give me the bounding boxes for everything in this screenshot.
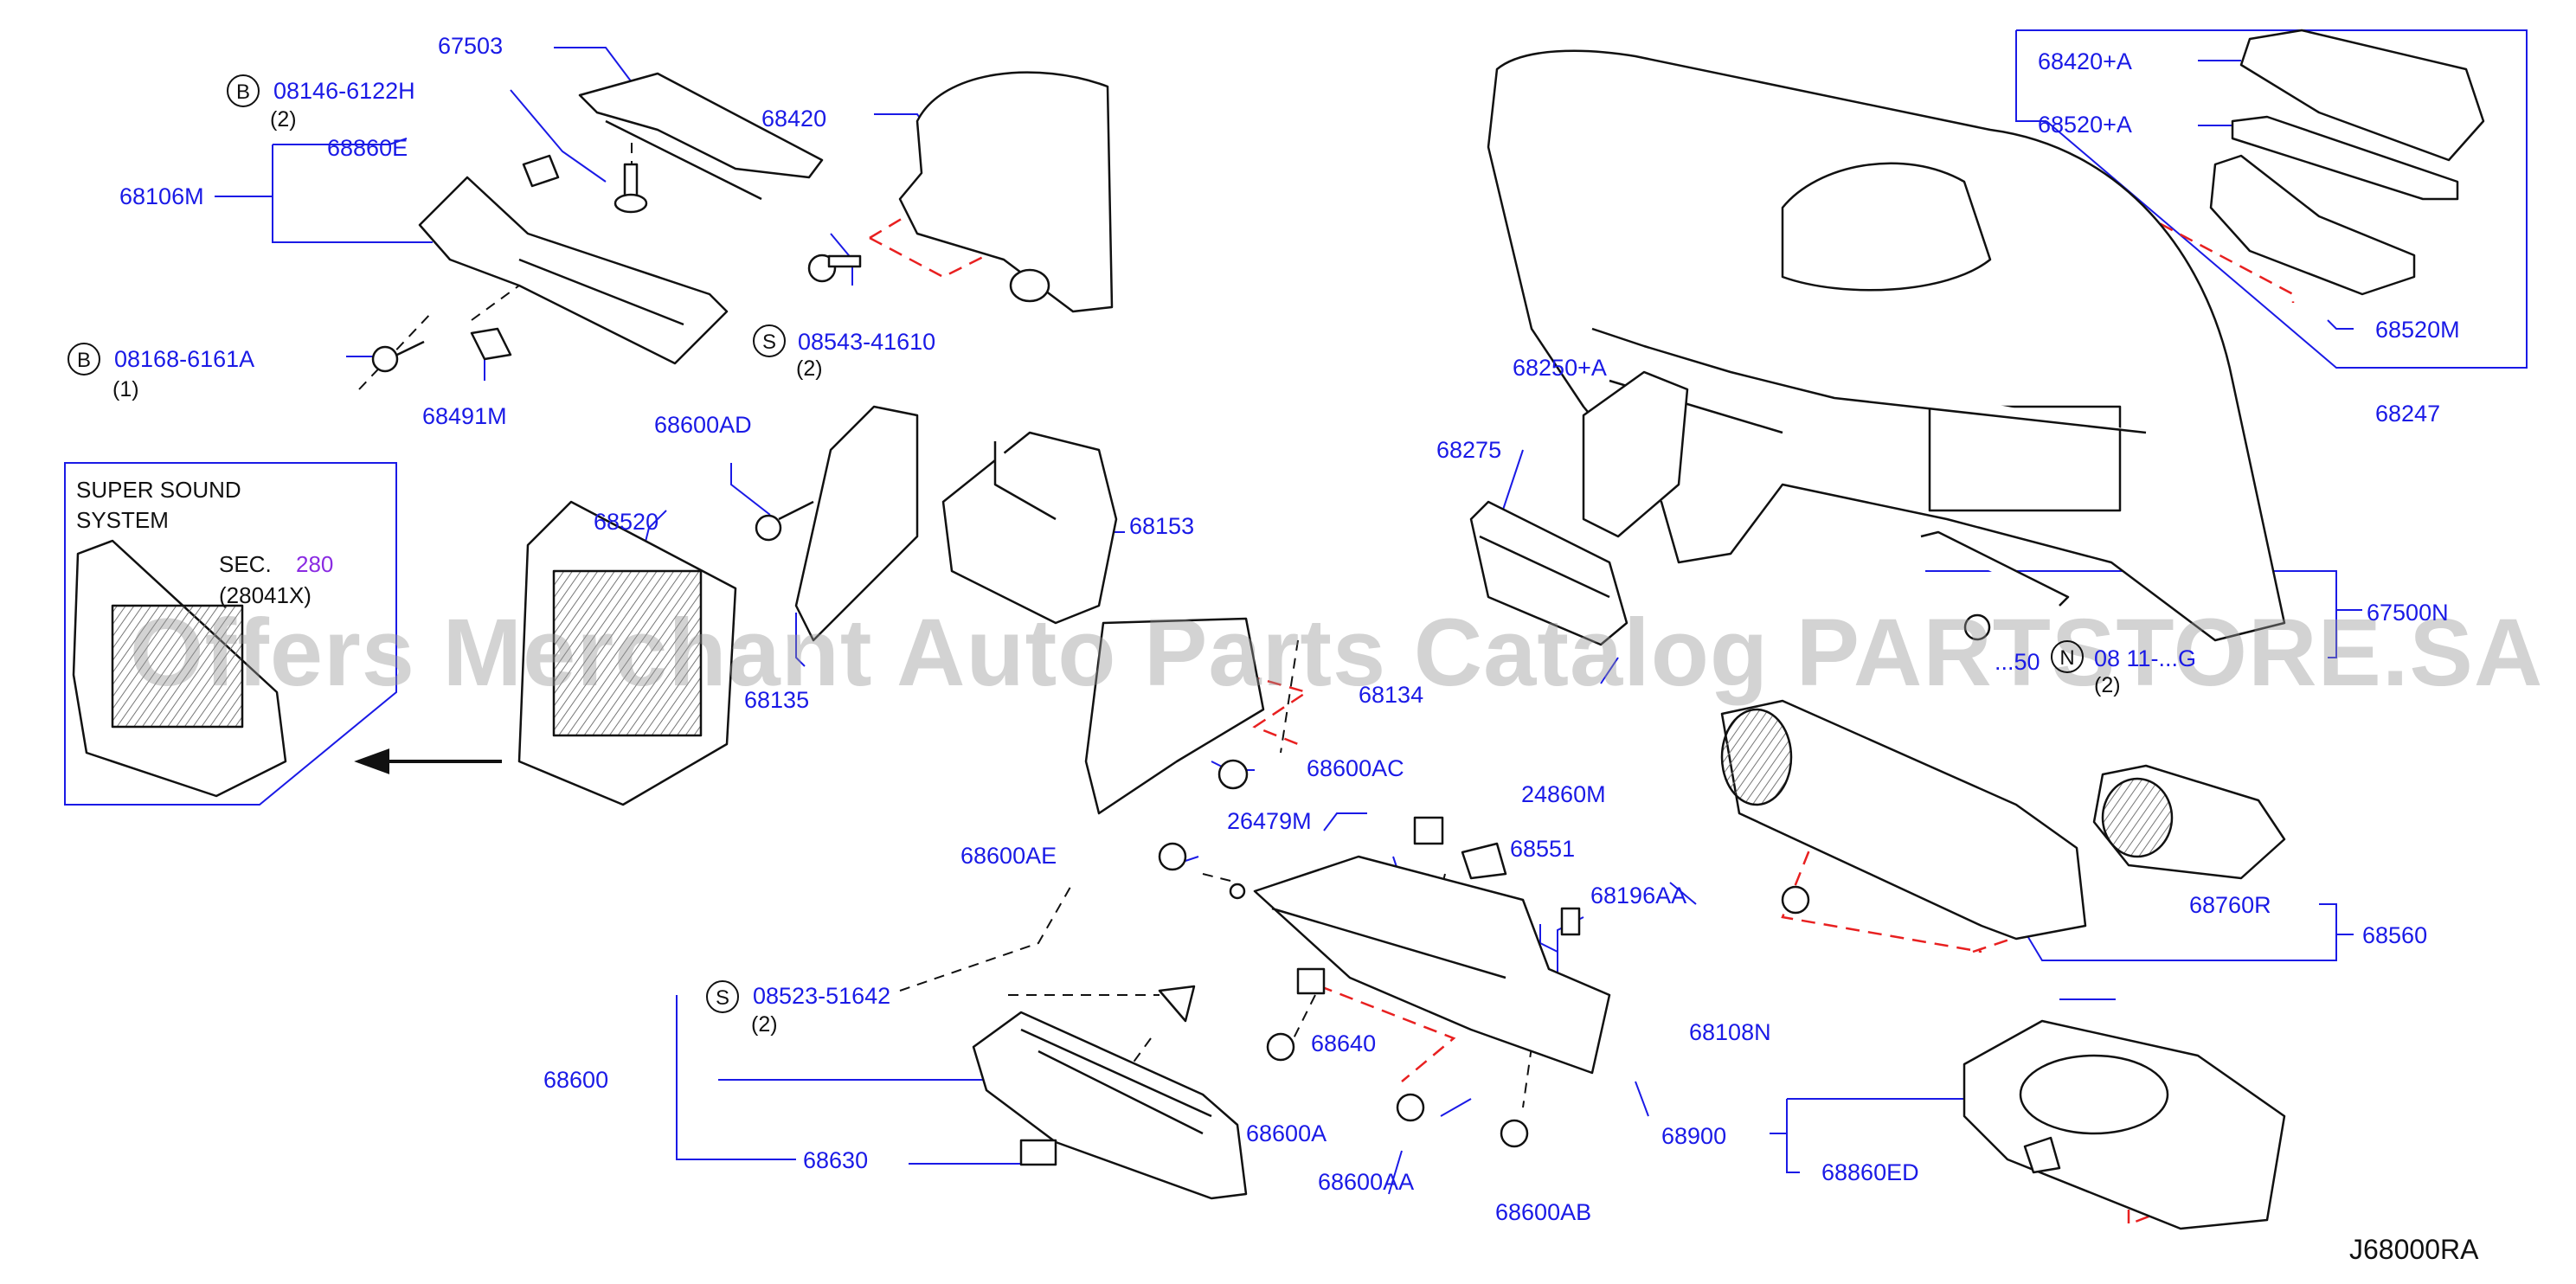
circle-b-08146: B: [227, 74, 260, 107]
label-68520M: 68520M: [2375, 317, 2460, 343]
label-68491M: 68491M: [422, 403, 507, 429]
label-68630: 68630: [803, 1147, 869, 1173]
label-68135: 68135: [744, 687, 810, 713]
label-68640: 68640: [1311, 1030, 1377, 1056]
inset-arrow: [354, 748, 502, 774]
label-68600AB: 68600AB: [1495, 1199, 1592, 1225]
label-68247: 68247: [2375, 401, 2441, 427]
label-08523-51642: 08523-51642: [753, 983, 891, 1009]
label-26479M: 26479M: [1227, 808, 1312, 834]
label-68420: 68420: [761, 106, 827, 132]
label-68560: 68560: [2362, 922, 2428, 948]
label-68600AD: 68600AD: [654, 412, 752, 438]
label-08168-6161A: 08168-6161A: [114, 346, 255, 372]
label-68250: ...50: [1995, 649, 2040, 675]
label-67503: 67503: [438, 33, 504, 59]
qty-08-n: (2): [2094, 673, 2121, 697]
label-68420A: 68420+A: [2038, 48, 2132, 74]
label-68600AA: 68600AA: [1318, 1169, 1415, 1195]
inset-sec-prefix: SEC.: [219, 551, 272, 577]
qty-08146: (2): [270, 107, 297, 132]
label-68250A: 68250+A: [1513, 355, 1607, 381]
inset-title-line2: SYSTEM: [76, 507, 169, 533]
label-68275: 68275: [1436, 437, 1502, 463]
label-67500N: 67500N: [2367, 600, 2449, 626]
label-68551: 68551: [1510, 836, 1576, 862]
diagram-id: J68000RA: [2349, 1234, 2479, 1265]
part-shapes: [72, 29, 2485, 1230]
circle-n-08: N: [2051, 640, 2084, 673]
qty-08168: (1): [112, 377, 139, 401]
inset-sec-part: (28041X): [219, 582, 312, 608]
label-68134: 68134: [1359, 682, 1424, 708]
label-68600AE: 68600AE: [960, 843, 1057, 869]
label-68900: 68900: [1661, 1123, 1727, 1149]
inset-title-line1: SUPER SOUND: [76, 477, 241, 503]
qty-08543: (2): [796, 356, 823, 381]
label-68108N: 68108N: [1689, 1019, 1771, 1045]
inset-sec-number: 280: [296, 551, 334, 577]
label-24860M: 24860M: [1521, 781, 1606, 807]
circle-b-08168: B: [67, 343, 100, 376]
qty-08523: (2): [751, 1012, 778, 1037]
label-08543-41610: 08543-41610: [798, 329, 936, 355]
label-68760R: 68760R: [2189, 892, 2271, 918]
label-68106M: 68106M: [119, 183, 204, 209]
label-08146-6122H: 08146-6122H: [273, 78, 415, 104]
label-68196AA: 68196AA: [1590, 883, 1687, 908]
label-68153: 68153: [1129, 513, 1195, 539]
label-68600A: 68600A: [1246, 1120, 1327, 1146]
label-68600AC: 68600AC: [1307, 755, 1404, 781]
watermark-text: Offers Merchant Auto Parts Catalog PARTS…: [130, 600, 2544, 706]
circle-s-08543: S: [753, 324, 786, 357]
label-68860E: 68860E: [327, 135, 408, 161]
label-68860ED: 68860ED: [1821, 1159, 1919, 1185]
label-68520: 68520: [594, 509, 659, 535]
circle-s-08523: S: [706, 980, 739, 1013]
label-68520A: 68520+A: [2038, 112, 2132, 138]
label-68600: 68600: [543, 1067, 609, 1093]
label-08-n: 08 11-...G: [2094, 645, 2197, 671]
